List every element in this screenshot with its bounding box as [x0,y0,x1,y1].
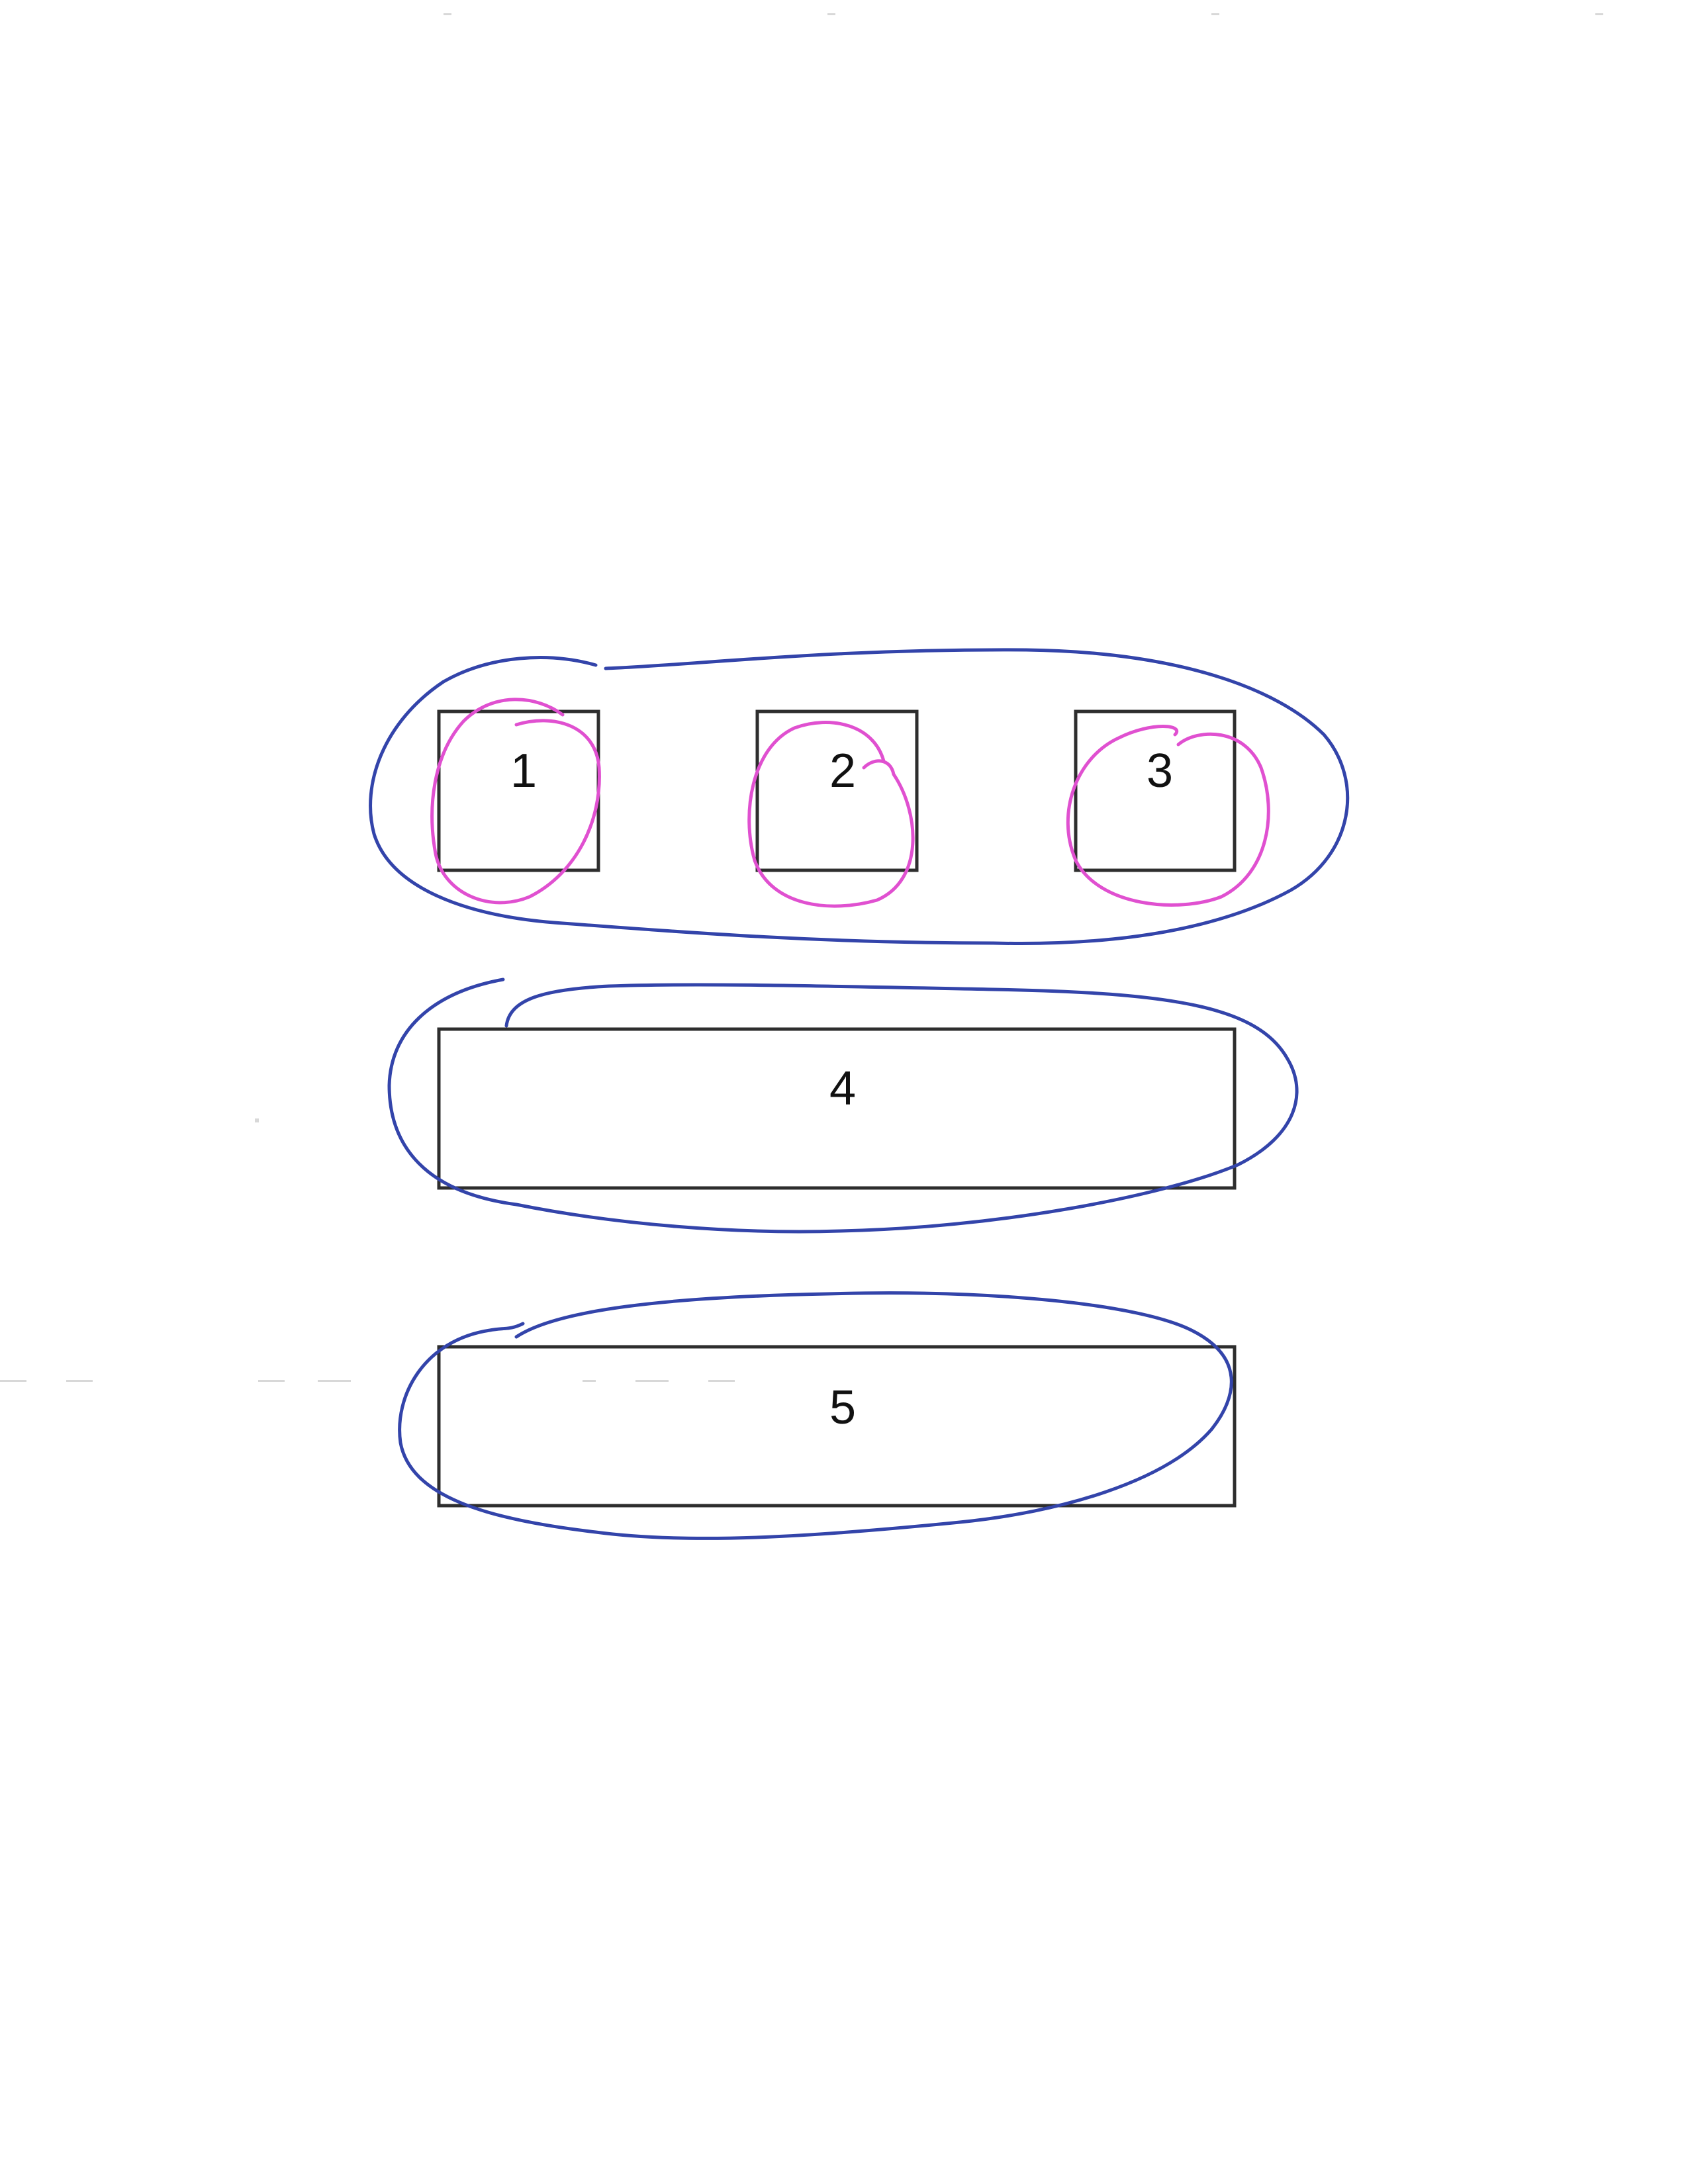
box-4-label: 4 [829,1062,856,1115]
box-4: 4 [437,1027,1237,1190]
blue-loop-group-1-2-3 [369,648,1350,946]
box-3-label: 3 [1147,745,1173,797]
pink-loop-box-3 [1066,725,1270,907]
box-3-rect [1074,709,1237,872]
pink-loop-box-1 [430,698,601,905]
box-5-rect [437,1345,1237,1508]
blue-loop-group-5 [398,1291,1233,1540]
scan-artifacts [0,13,1603,1382]
box-4-rect [437,1027,1237,1190]
box-2: 2 [755,709,919,872]
box-5-label: 5 [829,1381,856,1434]
box-5: 5 [437,1345,1237,1508]
box-1: 1 [437,709,600,872]
pink-loop-box-2 [747,721,915,908]
box-2-rect [755,709,919,872]
box-2-label: 2 [829,745,856,797]
box-3: 3 [1074,709,1237,872]
blue-loop-group-4 [387,978,1299,1234]
box-1-label: 1 [510,745,537,797]
